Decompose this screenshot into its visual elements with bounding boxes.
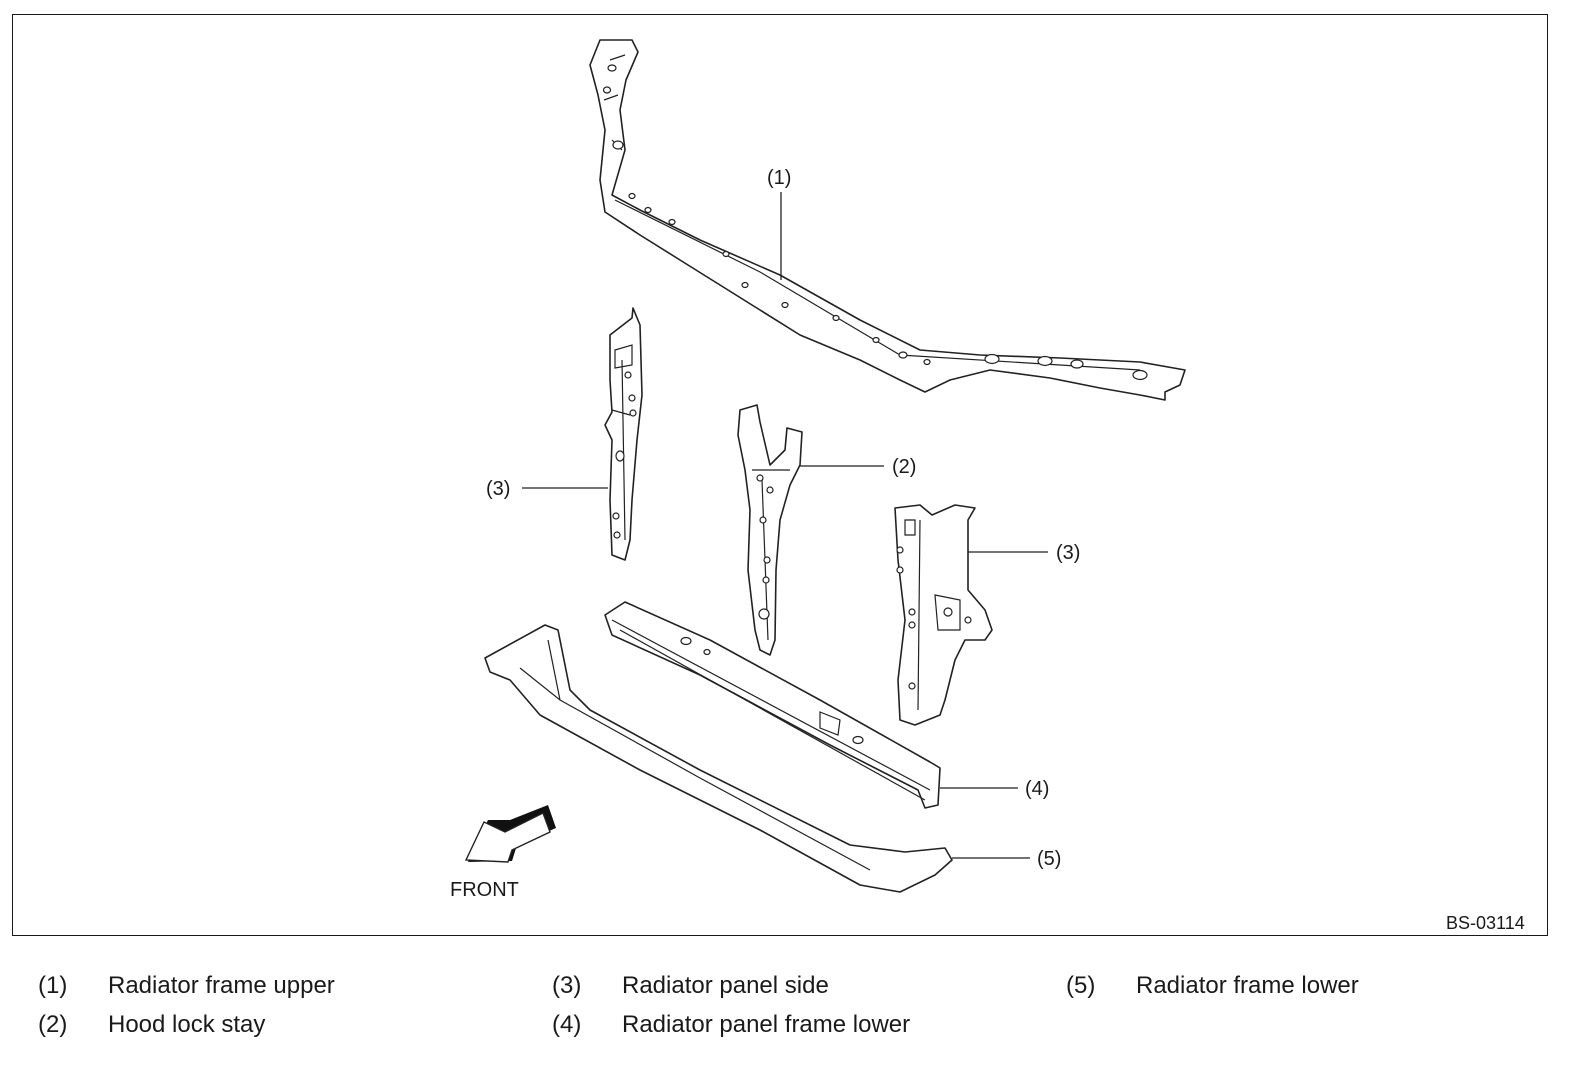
radiator-frame-upper xyxy=(589,39,1186,401)
legend-text: Radiator frame upper xyxy=(108,972,335,999)
callout-2: (2) xyxy=(892,456,916,478)
legend-text: Radiator panel frame lower xyxy=(622,1011,911,1038)
legend-text: Hood lock stay xyxy=(108,1011,266,1038)
legend-num: (1) xyxy=(38,972,68,999)
parts-legend: (1) Radiator frame upper (2) Hood lock s… xyxy=(0,960,1579,1060)
exploded-diagram: FRONT (1) (2) (3) (3) (4) (5) BS-03114 xyxy=(450,39,1525,933)
callout-4: (4) xyxy=(1025,778,1049,800)
legend-num: (4) xyxy=(552,1011,582,1038)
hood-lock-stay xyxy=(737,404,803,656)
callout-5: (5) xyxy=(1037,848,1061,870)
radiator-frame-lower xyxy=(484,624,953,893)
legend-num: (5) xyxy=(1066,972,1096,999)
legend-num: (3) xyxy=(552,972,582,999)
radiator-panel-frame-lower xyxy=(604,601,941,809)
legend-text: Radiator panel side xyxy=(622,972,829,999)
legend-text: Radiator frame lower xyxy=(1136,972,1359,999)
front-label: FRONT xyxy=(450,879,519,901)
radiator-panel-side-left xyxy=(604,307,643,561)
callout-3-left: (3) xyxy=(486,478,510,500)
figure-code: BS-03114 xyxy=(1446,913,1525,933)
legend-num: (2) xyxy=(38,1011,68,1038)
front-arrow-icon xyxy=(464,805,556,863)
callout-3-right: (3) xyxy=(1056,542,1080,564)
radiator-panel-side-right xyxy=(894,504,993,726)
callout-1: (1) xyxy=(767,167,791,189)
